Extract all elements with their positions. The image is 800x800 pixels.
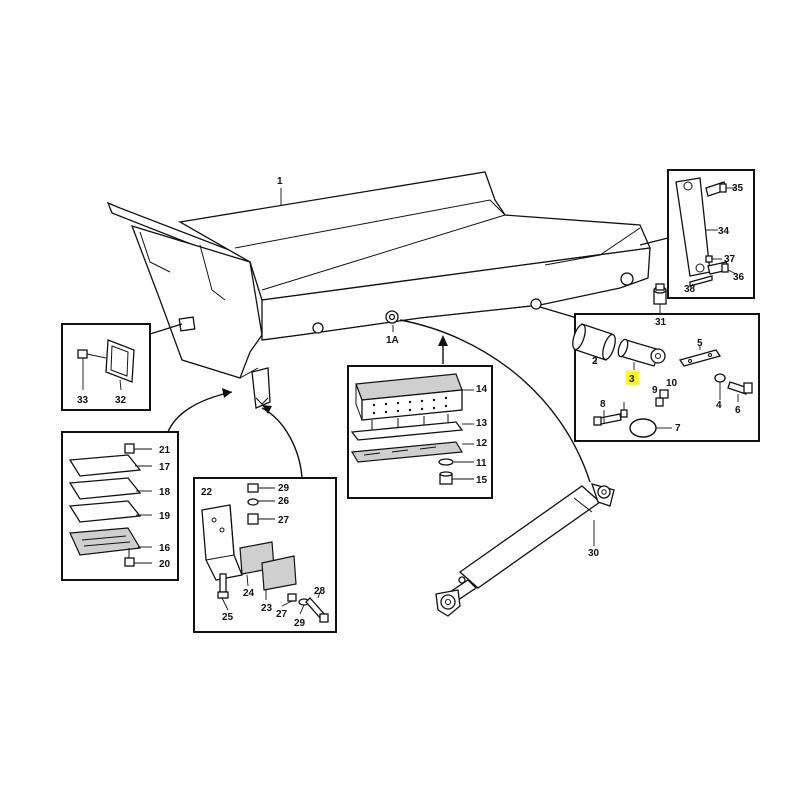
label-6: 6 — [735, 405, 741, 416]
box-cover-plate: 33 32 — [61, 323, 151, 411]
box-pad-stack: 21 17 18 19 16 20 — [61, 431, 179, 581]
label-4: 4 — [716, 400, 722, 411]
box-pin-assembly: 2 3 5 4 6 7 8 9 10 — [572, 313, 760, 442]
label-20: 20 — [159, 559, 171, 570]
label-25: 25 — [222, 612, 234, 623]
box-bracket-assembly: 22 29 26 27 24 23 27 28 25 29 — [193, 477, 337, 633]
label-11: 11 — [476, 458, 487, 469]
label-17: 17 — [159, 462, 171, 473]
label-31: 31 — [655, 317, 667, 328]
part-31-fitting: 31 — [653, 283, 667, 328]
label-3: 3 — [629, 374, 635, 385]
label-19: 19 — [159, 511, 171, 522]
label-35: 35 — [732, 183, 744, 194]
label-12: 12 — [476, 438, 488, 449]
label-38: 38 — [684, 284, 696, 295]
label-33: 33 — [77, 395, 89, 406]
label-18: 18 — [159, 487, 171, 498]
label-1: 1 — [277, 176, 283, 187]
label-5: 5 — [697, 338, 703, 349]
dump-body: 1 1A — [106, 171, 651, 409]
label-14: 14 — [476, 384, 488, 395]
label-15: 15 — [476, 475, 488, 486]
label-16: 16 — [159, 543, 171, 554]
hydraulic-cylinder: 30 — [435, 483, 615, 617]
connector-lines — [149, 237, 669, 483]
label-26: 26 — [278, 496, 290, 507]
label-27-lower: 27 — [276, 609, 288, 620]
label-37: 37 — [724, 254, 736, 265]
box-link-arm: 35 34 37 36 38 — [667, 169, 755, 299]
label-13: 13 — [476, 418, 488, 429]
label-28: 28 — [314, 586, 326, 597]
label-34: 34 — [718, 226, 730, 237]
label-24: 24 — [243, 588, 255, 599]
label-21: 21 — [159, 445, 171, 456]
label-29-bottom: 29 — [294, 618, 306, 629]
label-2: 2 — [592, 356, 598, 367]
label-30: 30 — [588, 548, 600, 559]
label-27-upper: 27 — [278, 515, 290, 526]
label-32: 32 — [115, 395, 127, 406]
label-7: 7 — [675, 423, 681, 434]
label-8: 8 — [600, 399, 606, 410]
label-22: 22 — [201, 487, 213, 498]
label-23: 23 — [261, 603, 273, 614]
label-9: 9 — [652, 385, 658, 396]
box-rubber-block: 14 13 12 11 15 — [347, 365, 493, 499]
highlight-3 — [626, 371, 639, 385]
label-1a: 1A — [386, 335, 399, 346]
label-29-top: 29 — [278, 483, 290, 494]
label-36: 36 — [733, 272, 745, 283]
label-10: 10 — [666, 378, 678, 389]
